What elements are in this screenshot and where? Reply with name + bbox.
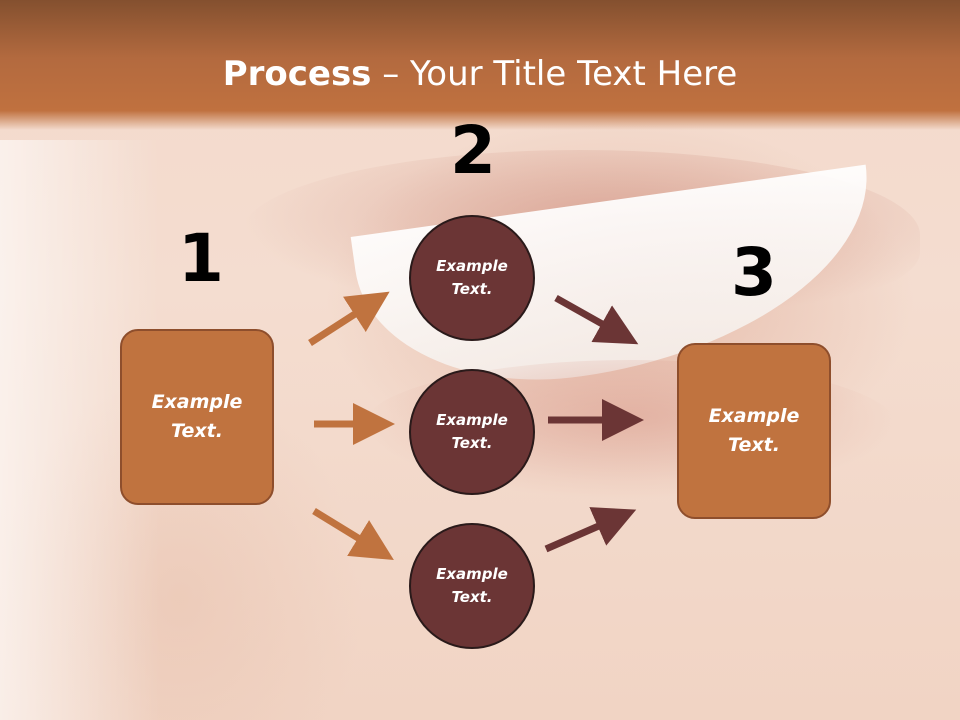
circle-bottom-text: Example Text. [436,565,508,606]
step-1-box-text: Example Text. [151,391,243,442]
step-3-box-text: Example Text. [708,405,800,456]
arrow-to-top-circle [308,291,390,346]
step-2-circle-top: Example Text. [409,215,535,341]
step-1-box: Example Text. [120,329,274,505]
step-2-circle-bottom: Example Text. [409,523,535,649]
step-number-1: 1 [178,220,224,297]
arrow-to-bottom-circle [312,508,394,560]
title-band [0,0,960,130]
arrow-from-top-circle [554,294,639,345]
circle-top-text: Example Text. [436,257,508,298]
arrow-from-bottom-circle [544,507,637,553]
circle-middle-text: Example Text. [436,411,508,452]
title-rest: – Your Title Text Here [371,54,738,94]
step-number-2: 2 [450,112,496,189]
step-3-box: Example Text. [677,343,831,519]
step-number-3: 3 [731,234,777,311]
slide-title: Process – Your Title Text Here [0,52,960,96]
title-bold: Process [222,54,372,94]
step-2-circle-middle: Example Text. [409,369,535,495]
